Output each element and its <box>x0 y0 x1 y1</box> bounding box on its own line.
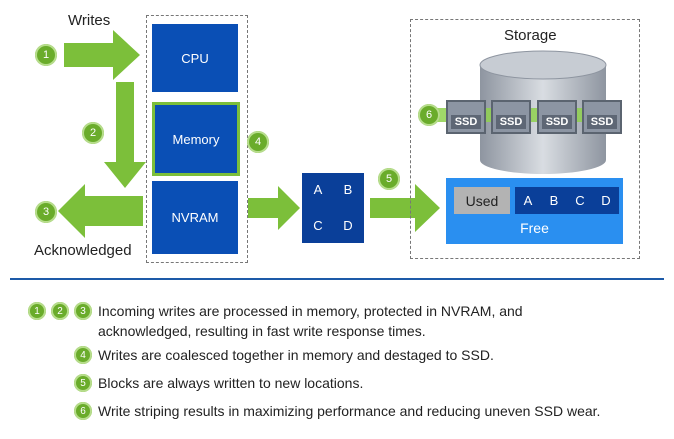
storage-box <box>410 19 640 259</box>
storage-capacity-panel: Used A B C D Free <box>446 178 623 244</box>
storage-block-c: C <box>568 188 592 213</box>
writes-label: Writes <box>68 12 111 29</box>
used-block: Used <box>454 187 510 214</box>
storage-block-b: B <box>542 188 566 213</box>
write-new-location-arrow <box>370 184 440 232</box>
nvram-block: NVRAM <box>152 181 238 254</box>
acknowledged-arrow <box>58 184 143 238</box>
legend-text-2: Writes are coalesced together in memory … <box>98 347 494 363</box>
legend-badge-2: 2 <box>51 302 69 320</box>
step-3-badge: 3 <box>35 201 57 223</box>
blocks-grid: A B C D <box>302 173 364 243</box>
block-d: D <box>334 213 362 237</box>
legend-text-4: Write striping results in maximizing per… <box>98 403 601 419</box>
step-5-badge: 5 <box>378 168 400 190</box>
step-2-badge: 2 <box>82 122 104 144</box>
step-6-badge: 6 <box>418 104 440 126</box>
ssd-1: SSD <box>446 100 486 134</box>
memory-down-arrow <box>104 82 146 188</box>
legend-badge-1: 1 <box>28 302 46 320</box>
legend-badge-6: 6 <box>74 402 92 420</box>
ssd-2: SSD <box>491 100 531 134</box>
cpu-block: CPU <box>152 24 238 92</box>
storage-label: Storage <box>504 27 557 44</box>
ssd-3: SSD <box>537 100 577 134</box>
destage-arrow <box>244 186 300 230</box>
writes-arrow <box>64 30 140 80</box>
free-label: Free <box>520 220 549 236</box>
storage-block-a: A <box>516 188 540 213</box>
ssd-4: SSD <box>582 100 622 134</box>
legend-badge-4: 4 <box>74 346 92 364</box>
block-b: B <box>334 177 362 201</box>
legend-text-1b: acknowledged, resulting in fast write re… <box>98 323 426 339</box>
step-4-badge: 4 <box>247 131 269 153</box>
legend-text-3: Blocks are always written to new locatio… <box>98 375 364 391</box>
legend-badge-3: 3 <box>74 302 92 320</box>
step-1-badge: 1 <box>35 44 57 66</box>
acknowledged-label: Acknowledged <box>34 242 132 259</box>
storage-block-d: D <box>594 188 618 213</box>
memory-block: Memory <box>152 102 240 176</box>
legend-text-1a: Incoming writes are processed in memory,… <box>98 303 523 319</box>
block-c: C <box>304 213 332 237</box>
legend-badge-5: 5 <box>74 374 92 392</box>
block-a: A <box>304 177 332 201</box>
